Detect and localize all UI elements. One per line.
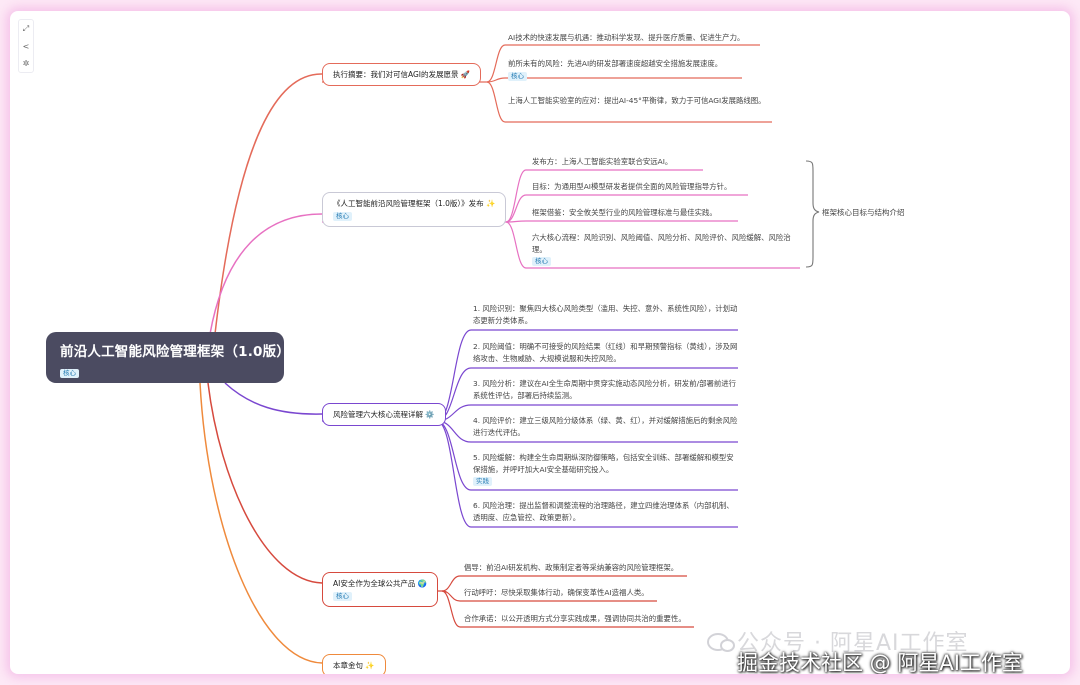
leaf-text: 4. 风险评价：建立三级风险分级体系（绿、黄、红），并对缓解措施后的剩余风险进行… (473, 416, 738, 437)
root-to-branch-1-link (214, 73, 323, 335)
branch-node-2[interactable]: 《人工智能前沿风险管理框架（1.0版）》发布 ✨ 核心 (322, 192, 507, 227)
leaf-node[interactable]: 6. 风险治理：提出监督和调整流程的治理路径，建立四维治理体系（内部机制、透明度… (473, 500, 738, 523)
root-to-branch-4-link (207, 382, 323, 584)
leaf-text: 2. 风险阈值：明确不可接受的风险结果（红线）和早期预警指标（黄线），涉及网络攻… (473, 342, 738, 363)
leaf-node[interactable]: 上海人工智能实验室的应对：提出AI-45°平衡律，致力于可信AGI发展路线图。 (508, 95, 766, 107)
leaf-node[interactable]: 发布方：上海人工智能实验室联合安远AI。 (532, 156, 732, 168)
branch-label: 风险管理六大核心流程详解 ⚙️ (333, 410, 435, 419)
settings-icon[interactable]: ✲ (22, 59, 30, 68)
leaf-tag: 核心 (508, 71, 527, 81)
mindmap-canvas[interactable]: ⤢ < ✲ (10, 11, 1070, 674)
leaf-node[interactable]: 目标：为通用型AI模型研发者提供全面的风险管理指导方针。 (532, 181, 762, 193)
leaf-text: AI技术的快速发展与机遇：推动科学发现、提升医疗质量、促进生产力。 (508, 33, 745, 42)
leaf-node[interactable]: 行动呼吁：尽快采取集体行动，确保变革性AI造福人类。 (464, 587, 684, 599)
leaf-node[interactable]: 框架借鉴：安全攸关型行业的风险管理标准与最佳实践。 (532, 207, 752, 219)
root-node[interactable]: 前沿人工智能风险管理框架（1.0版） 核心 (46, 332, 291, 383)
leaf-node[interactable]: 2. 风险阈值：明确不可接受的风险结果（红线）和早期预警指标（黄线），涉及网络攻… (473, 341, 738, 364)
leaf-text: 1. 风险识别：聚焦四大核心风险类型（滥用、失控、意外、系统性风险），计划动态更… (473, 304, 738, 325)
leaf-text: 前所未有的风险：先进AI的研发部署速度超越安全措施发展速度。 (508, 59, 723, 68)
branch-tag: 核心 (333, 592, 352, 601)
branch-node-4[interactable]: AI安全作为全球公共产品 🌍 核心 (322, 572, 439, 607)
root-title: 前沿人工智能风险管理框架（1.0版） (60, 344, 291, 360)
branch-label: AI安全作为全球公共产品 🌍 (333, 579, 428, 588)
leaf-tag: 核心 (532, 257, 551, 266)
leaf-text: 行动呼吁：尽快采取集体行动，确保变革性AI造福人类。 (464, 588, 649, 597)
root-to-branch-3-link (224, 382, 323, 415)
branch-label: 本章金句 ✨ (333, 661, 375, 670)
leaf-text: 上海人工智能实验室的应对：提出AI-45°平衡律，致力于可信AGI发展路线图。 (508, 96, 766, 105)
root-to-branch-2-link (209, 213, 323, 335)
leaf-node[interactable]: AI技术的快速发展与机遇：推动科学发现、提升医疗质量、促进生产力。 (508, 32, 768, 44)
wechat-icon (707, 633, 735, 652)
leaf-text: 5. 风险缓解：构建全生命周期纵深防御策略，包括安全训练、部署缓解和模型安保措施… (473, 453, 734, 474)
leaf-node[interactable]: 5. 风险缓解：构建全生命周期纵深防御策略，包括安全训练、部署缓解和模型安保措施… (473, 452, 738, 486)
leaf-node[interactable]: 前所未有的风险：先进AI的研发部署速度超越安全措施发展速度。 核心 (508, 58, 743, 81)
leaf-text: 发布方：上海人工智能实验室联合安远AI。 (532, 157, 673, 166)
leaf-text: 目标：为通用型AI模型研发者提供全面的风险管理指导方针。 (532, 182, 732, 191)
leaf-text: 倡导：前沿AI研发机构、政策制定者等采纳兼容的风险管理框架。 (464, 563, 679, 572)
root-to-branch-5-link (199, 382, 323, 664)
branch-label: 执行摘要：我们对可信AGI的发展愿景 🚀 (333, 70, 471, 79)
branch-tag: 核心 (333, 212, 352, 221)
branch-node-5[interactable]: 本章金句 ✨ (322, 654, 386, 674)
leaf-text: 合作承诺：以公开透明方式分享实践成果，强调协同共治的重要性。 (464, 614, 686, 623)
leaf-node[interactable]: 3. 风险分析：建议在AI全生命周期中贯穿实施动态风险分析，研发前/部署前进行系… (473, 378, 738, 401)
summary-label[interactable]: 框架核心目标与结构介绍 (822, 208, 905, 217)
leaf-text: 3. 风险分析：建议在AI全生命周期中贯穿实施动态风险分析，研发前/部署前进行系… (473, 379, 737, 400)
leaf-tag: 实践 (473, 477, 492, 486)
branch-label: 《人工智能前沿风险管理框架（1.0版）》发布 ✨ (333, 199, 496, 208)
watermark-community: 掘金技术社区 @ 阿星AI工作室 (737, 651, 1023, 674)
canvas-toolbar: ⤢ < ✲ (18, 19, 34, 73)
leaf-node[interactable]: 4. 风险评价：建立三级风险分级体系（绿、黄、红），并对缓解措施后的剩余风险进行… (473, 415, 738, 438)
root-tag: 核心 (60, 369, 79, 378)
leaf-text: 六大核心流程：风险识别、风险阈值、风险分析、风险评价、风险缓解、风险治理。 (532, 233, 791, 254)
branch-node-3[interactable]: 风险管理六大核心流程详解 ⚙️ (322, 403, 446, 426)
watermark-account: 公众号 · 阿星AI工作室 (737, 631, 969, 656)
fit-view-icon[interactable]: ⤢ (22, 24, 30, 33)
leaf-text: 框架借鉴：安全攸关型行业的风险管理标准与最佳实践。 (532, 208, 717, 217)
branch-node-1[interactable]: 执行摘要：我们对可信AGI的发展愿景 🚀 (322, 63, 482, 86)
leaf-text: 6. 风险治理：提出监督和调整流程的治理路径，建立四维治理体系（内部机制、透明度… (473, 501, 734, 522)
leaf-node[interactable]: 倡导：前沿AI研发机构、政策制定者等采纳兼容的风险管理框架。 (464, 562, 704, 574)
collapse-icon[interactable]: < (22, 42, 30, 51)
summary-brace (805, 160, 820, 268)
leaf-node[interactable]: 1. 风险识别：聚焦四大核心风险类型（滥用、失控、意外、系统性风险），计划动态更… (473, 303, 738, 326)
leaf-node[interactable]: 合作承诺：以公开透明方式分享实践成果，强调协同共治的重要性。 (464, 613, 709, 625)
leaf-node[interactable]: 六大核心流程：风险识别、风险阈值、风险分析、风险评价、风险缓解、风险治理。 核心 (532, 232, 797, 266)
